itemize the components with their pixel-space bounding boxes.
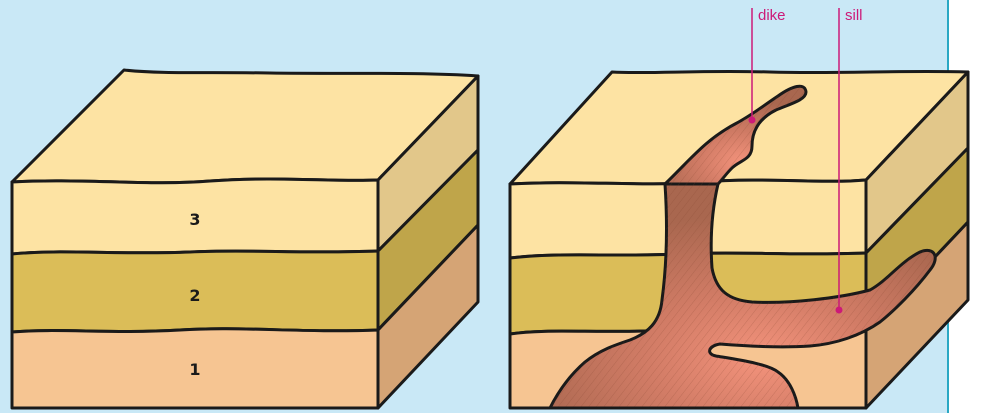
layer-label-1: 1 [189, 360, 200, 379]
dike-label: dike [758, 7, 786, 24]
sill-label: sill [845, 7, 863, 24]
layer-label-2: 2 [189, 286, 200, 305]
sill-leader-dot [836, 307, 843, 314]
layer-label-3: 3 [189, 210, 200, 229]
dike-leader-dot [749, 117, 756, 124]
left-block [12, 70, 478, 408]
